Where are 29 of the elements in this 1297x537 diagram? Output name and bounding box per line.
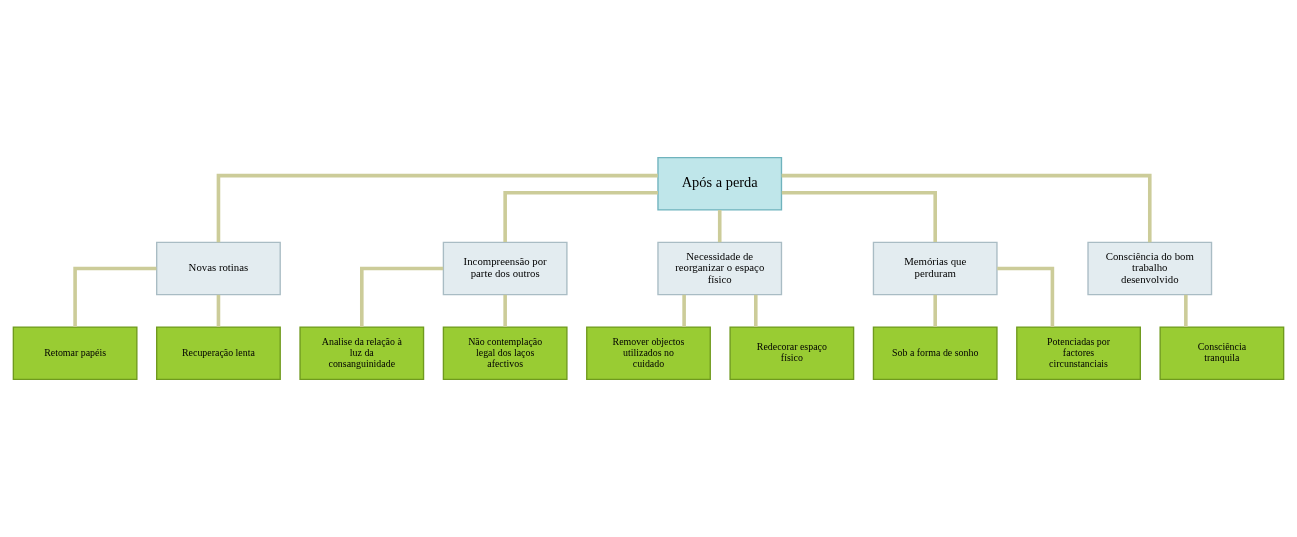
connector	[73, 266, 157, 327]
connector	[781, 190, 937, 242]
node-box: Memórias que perduram	[872, 241, 998, 296]
connector	[360, 266, 444, 327]
connector	[717, 210, 722, 243]
node-box: Consciência tranquila	[1159, 326, 1285, 381]
node-box: Incompreensão por parte dos outros	[442, 241, 568, 296]
connector	[781, 173, 1152, 243]
connector	[216, 173, 658, 243]
node-box: Redecorar espaço físico	[729, 326, 855, 381]
node-box: Retomar papéis	[12, 326, 138, 381]
node-box: Necessidade de reorganizar o espaço físico	[657, 241, 783, 296]
connector	[997, 266, 1055, 327]
connector	[216, 294, 221, 327]
node-box: Sob a forma de sonho	[872, 326, 998, 381]
node-box: Não contemplação legal dos laços afectivos	[442, 326, 568, 381]
node-box: Consciência do bom trabalho desenvolvido	[1087, 241, 1213, 296]
connector	[503, 190, 658, 242]
connector	[682, 294, 686, 327]
connector	[503, 294, 507, 327]
node-box: Potenciadas por factores circunstanciais	[1016, 326, 1141, 381]
node-box: Analise da relação à luz da consanguinidade	[299, 326, 425, 381]
node-box: Novas rotinas	[156, 241, 281, 296]
node-box: Após a perda	[657, 156, 783, 211]
connector	[933, 294, 937, 327]
connector	[1184, 294, 1188, 327]
node-box: Remover objectos utilizados no cuidado	[586, 326, 711, 381]
connector	[754, 294, 758, 327]
node-box: Recuperação lenta	[156, 326, 281, 381]
